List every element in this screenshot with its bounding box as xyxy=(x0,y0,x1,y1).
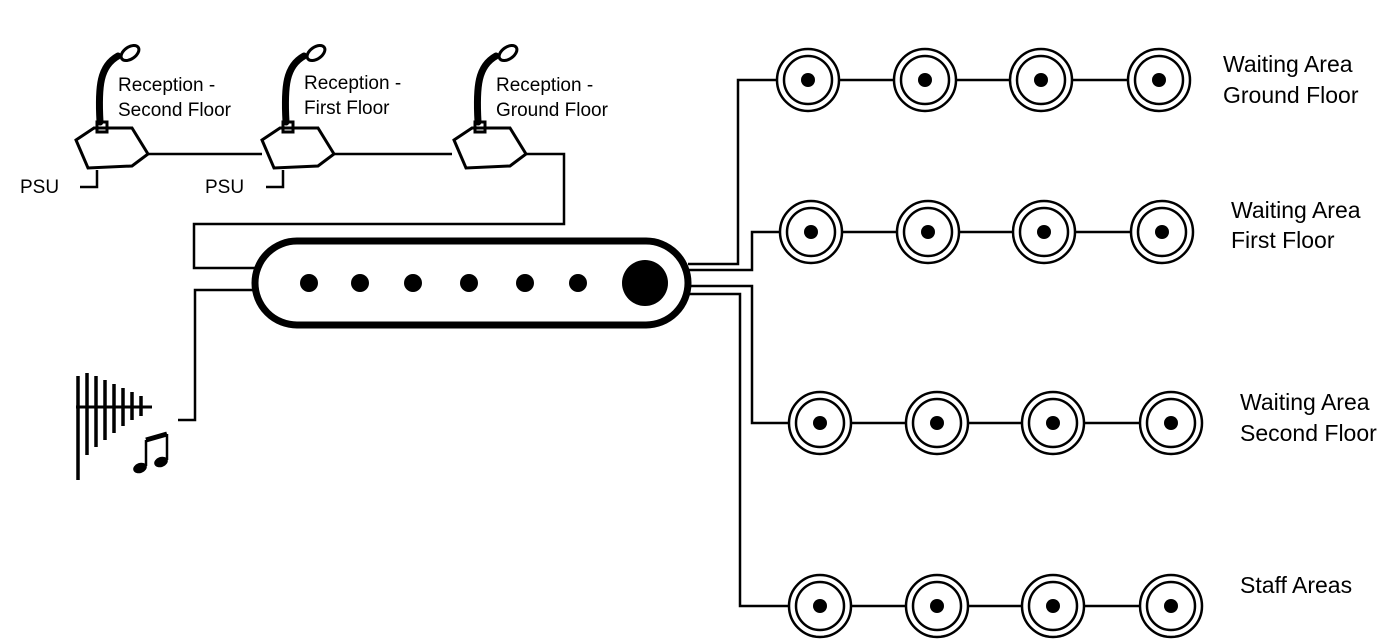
psu-label: PSU xyxy=(205,177,244,198)
speaker-icon xyxy=(1020,573,1086,639)
speaker-icon xyxy=(892,47,958,113)
zone-label-line2: Second Floor xyxy=(1240,420,1377,446)
indicator-light xyxy=(351,274,369,292)
mic-wiring xyxy=(80,152,566,270)
amplifier-body xyxy=(251,237,692,329)
zone-label-line2: First Floor xyxy=(1231,227,1335,253)
speaker-icon xyxy=(778,199,844,265)
zone-wiring xyxy=(688,78,791,608)
mic-label-line2: Second Floor xyxy=(118,100,232,121)
speaker-icon xyxy=(1129,199,1195,265)
speaker-icon xyxy=(787,390,853,456)
speaker-icon xyxy=(904,573,970,639)
mic-label-line1: Reception - xyxy=(496,75,593,96)
speaker-icon xyxy=(895,199,961,265)
zone-label-line1: Waiting Area xyxy=(1223,51,1353,77)
xylophone-icon xyxy=(76,373,152,480)
speaker-icon xyxy=(1008,47,1074,113)
speaker-icon xyxy=(1138,573,1204,639)
amplifier-unit xyxy=(251,237,692,329)
indicator-light xyxy=(569,274,587,292)
music-note-icon xyxy=(133,431,169,474)
speaker-icon xyxy=(904,390,970,456)
microphone-ground-floor: Reception - Ground Floor xyxy=(452,43,609,170)
microphone-second-floor: Reception - Second Floor PSU xyxy=(20,43,232,198)
psu-label: PSU xyxy=(20,177,59,198)
zone-label-line2: Ground Floor xyxy=(1223,82,1359,108)
speaker-icon xyxy=(1020,390,1086,456)
zone-label-line1: Waiting Area xyxy=(1240,389,1370,415)
music-wire xyxy=(178,288,255,422)
mic-label-line1: Reception - xyxy=(118,75,215,96)
speaker-icon xyxy=(1138,390,1204,456)
mic-label-line2: First Floor xyxy=(304,98,390,119)
microphone-icon xyxy=(452,43,528,170)
indicator-light xyxy=(404,274,422,292)
music-source xyxy=(76,373,169,480)
indicator-light xyxy=(460,274,478,292)
microphone-icon xyxy=(74,43,150,170)
indicator-light xyxy=(300,274,318,292)
speaker-icon xyxy=(1011,199,1077,265)
microphone-icon xyxy=(260,43,336,170)
zone-waiting-ground-floor: Waiting Area Ground Floor xyxy=(775,47,1359,113)
mic-label-line1: Reception - xyxy=(304,73,401,94)
speaker-icon xyxy=(775,47,841,113)
zone-label-line1: Waiting Area xyxy=(1231,197,1361,223)
indicator-light xyxy=(516,274,534,292)
zone-waiting-second-floor: Waiting Area Second Floor xyxy=(787,389,1377,456)
speaker-icon xyxy=(1126,47,1192,113)
zone-staff-areas: Staff Areas xyxy=(787,572,1352,639)
volume-knob xyxy=(622,260,668,306)
zone-label-line1: Staff Areas xyxy=(1240,572,1352,598)
mic-label-line2: Ground Floor xyxy=(496,100,609,121)
microphone-first-floor: Reception - First Floor PSU xyxy=(205,43,401,198)
zone-waiting-first-floor: Waiting Area First Floor xyxy=(778,197,1361,265)
speaker-icon xyxy=(787,573,853,639)
